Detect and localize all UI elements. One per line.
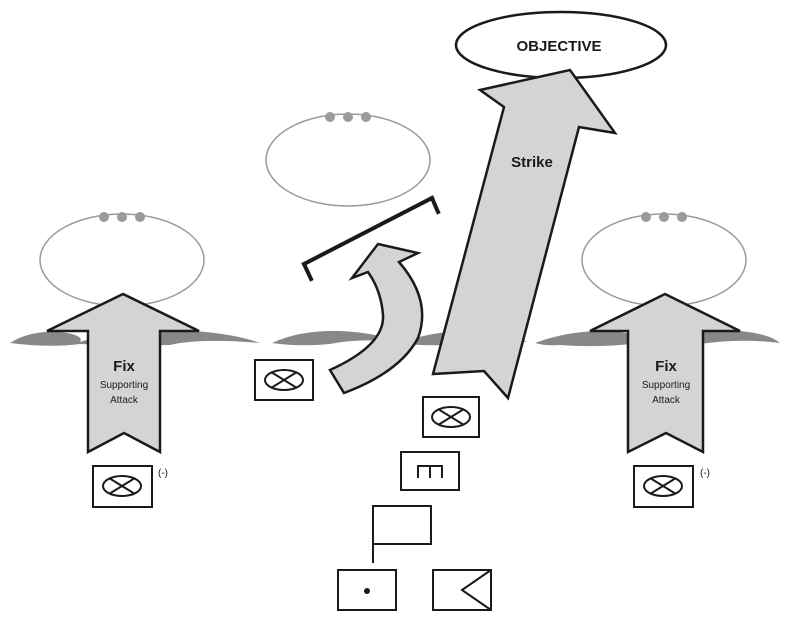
engineer-unit-symbol xyxy=(400,451,460,491)
strike-label: Strike xyxy=(511,154,553,171)
infantry-unit-symbol xyxy=(422,396,480,438)
unit-ellipse-left xyxy=(39,212,205,307)
fix-arrow-left: Fix Supporting Attack xyxy=(46,292,200,455)
command-post-symbol xyxy=(337,569,397,611)
echelon-reduced-right: (-) xyxy=(700,468,710,479)
strike-arrow: Strike xyxy=(431,68,618,401)
fix-right-title: Fix xyxy=(655,358,677,375)
objective: OBJECTIVE xyxy=(454,10,668,80)
curved-arrow xyxy=(328,242,424,395)
headquarters-flag-symbol xyxy=(372,505,432,563)
fix-left-line2: Attack xyxy=(110,395,139,406)
infantry-unit-symbol xyxy=(633,465,694,508)
echelon-dot xyxy=(135,212,145,222)
unit-ellipse-right xyxy=(581,212,747,307)
observation-post-symbol xyxy=(432,569,492,611)
objective-label: OBJECTIVE xyxy=(516,38,601,55)
infantry-unit-symbol xyxy=(254,359,314,401)
infantry-unit-symbol xyxy=(92,465,153,508)
echelon-dot xyxy=(361,112,371,122)
echelon-dot xyxy=(659,212,669,222)
echelon-reduced-left: (-) xyxy=(158,468,168,479)
screen-line xyxy=(301,195,441,282)
echelon-dot xyxy=(117,212,127,222)
echelon-dot xyxy=(343,112,353,122)
river-segment-center-left xyxy=(272,330,395,346)
fix-arrow-right: Fix Supporting Attack xyxy=(589,292,741,455)
echelon-dot xyxy=(99,212,109,222)
fix-right-line1: Supporting xyxy=(642,380,690,391)
fix-left-title: Fix xyxy=(113,358,135,375)
unit-ellipse-center xyxy=(265,112,431,207)
echelon-dot xyxy=(325,112,335,122)
fix-right-line2: Attack xyxy=(652,395,681,406)
fix-left-line1: Supporting xyxy=(100,380,148,391)
echelon-dot xyxy=(641,212,651,222)
echelon-dot xyxy=(677,212,687,222)
